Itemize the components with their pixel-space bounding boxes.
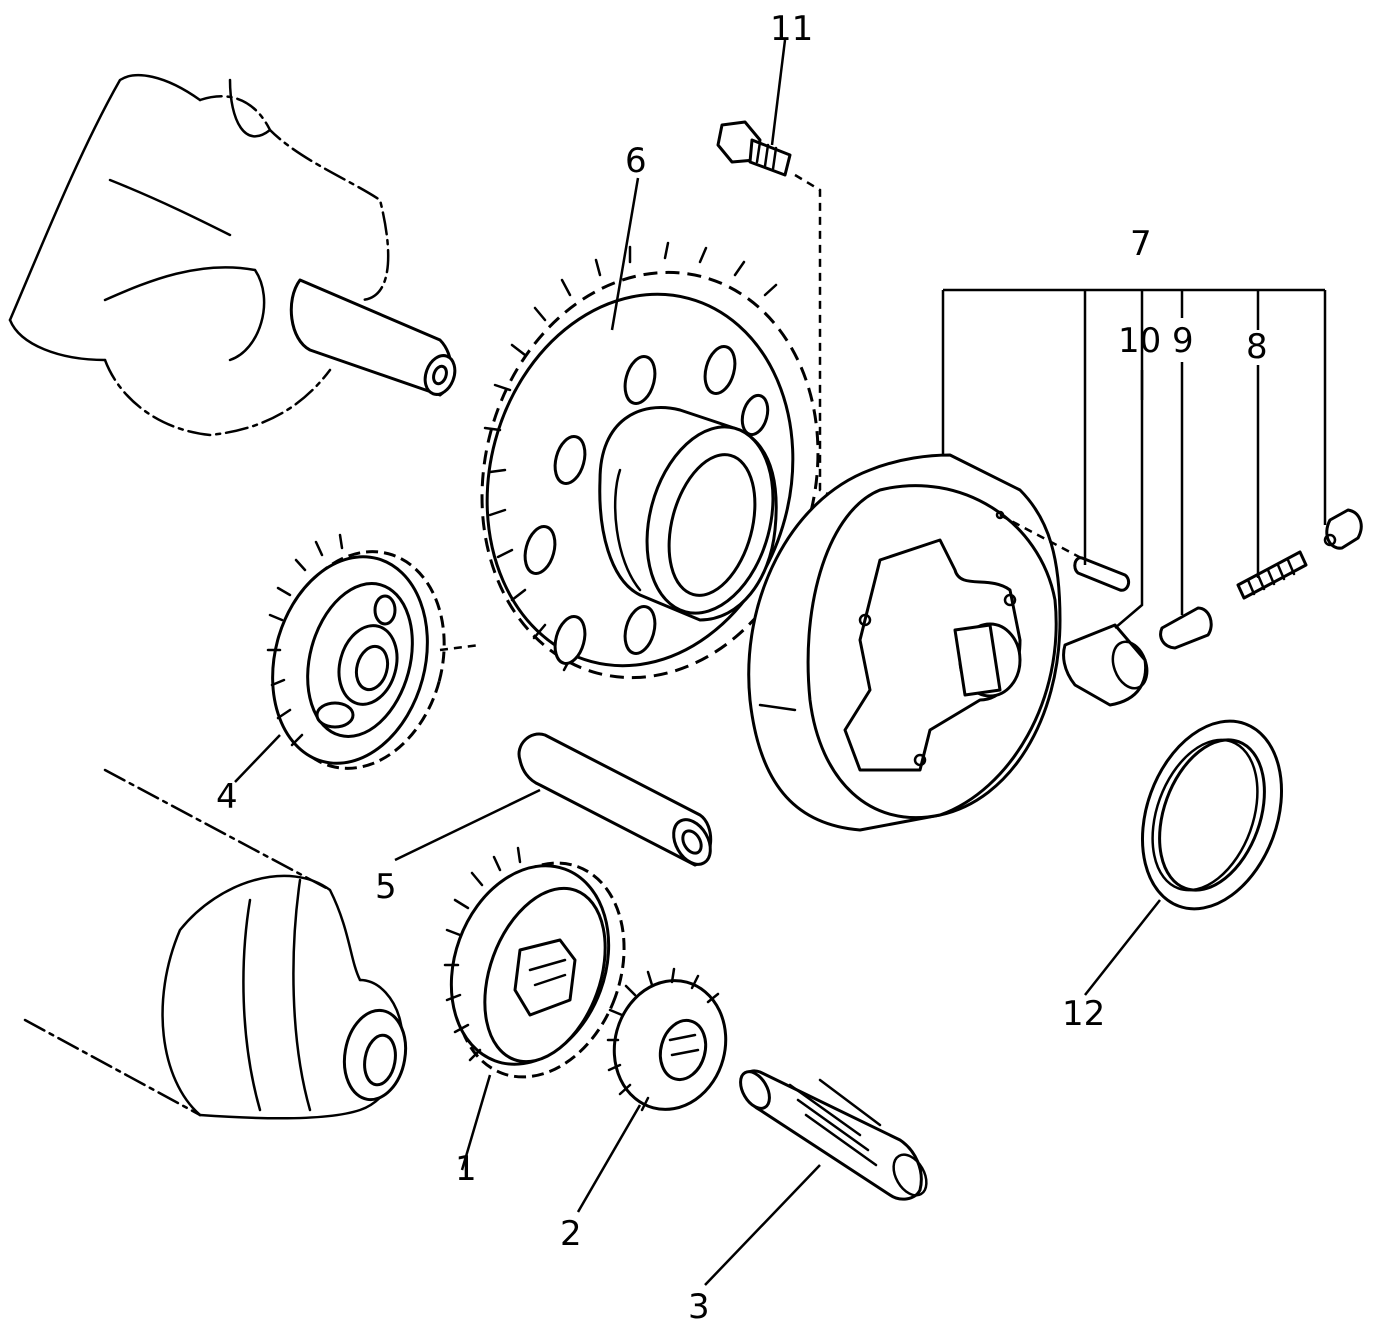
callout-9: 9 <box>1172 321 1194 361</box>
callout-5: 5 <box>375 867 397 907</box>
callout-6: 6 <box>625 141 647 181</box>
small-gear <box>606 967 728 1112</box>
idler-shaft <box>517 732 713 867</box>
washer <box>1140 719 1284 911</box>
callout-4: 4 <box>216 777 238 817</box>
leader-11 <box>770 39 787 146</box>
leader-3 <box>704 1164 821 1286</box>
leader-6 <box>610 177 640 331</box>
plunger <box>1159 606 1213 650</box>
leader-10 <box>1114 370 1144 629</box>
splined-shaft <box>739 1069 928 1201</box>
leader-5 <box>394 788 541 862</box>
engine-case-phantom <box>23 768 408 1120</box>
cap <box>1323 508 1363 550</box>
leader-1 <box>460 1074 492 1171</box>
roller <box>1062 623 1149 707</box>
callout-7: 7 <box>1130 224 1152 264</box>
crankshaft-phantom <box>8 73 457 437</box>
spring <box>1236 550 1308 600</box>
idler-gear <box>266 533 481 770</box>
callout-8: 8 <box>1246 327 1268 367</box>
callout-3: 3 <box>688 1287 710 1327</box>
leader-2 <box>576 1104 642 1213</box>
callout-11: 11 <box>770 9 813 49</box>
callout-12: 12 <box>1062 994 1105 1034</box>
callout-1: 1 <box>455 1149 477 1189</box>
one-way-clutch-body <box>747 453 1062 832</box>
pin <box>1073 556 1131 592</box>
leader-lines <box>234 39 1327 1286</box>
callout-2: 2 <box>560 1214 582 1254</box>
large-driven-gear <box>480 241 820 680</box>
pin-assembly-line <box>999 513 1086 562</box>
callout-10: 10 <box>1118 321 1161 361</box>
leader-12 <box>1084 899 1161 996</box>
wheel-gear <box>443 846 626 1079</box>
leader-4 <box>234 734 281 783</box>
